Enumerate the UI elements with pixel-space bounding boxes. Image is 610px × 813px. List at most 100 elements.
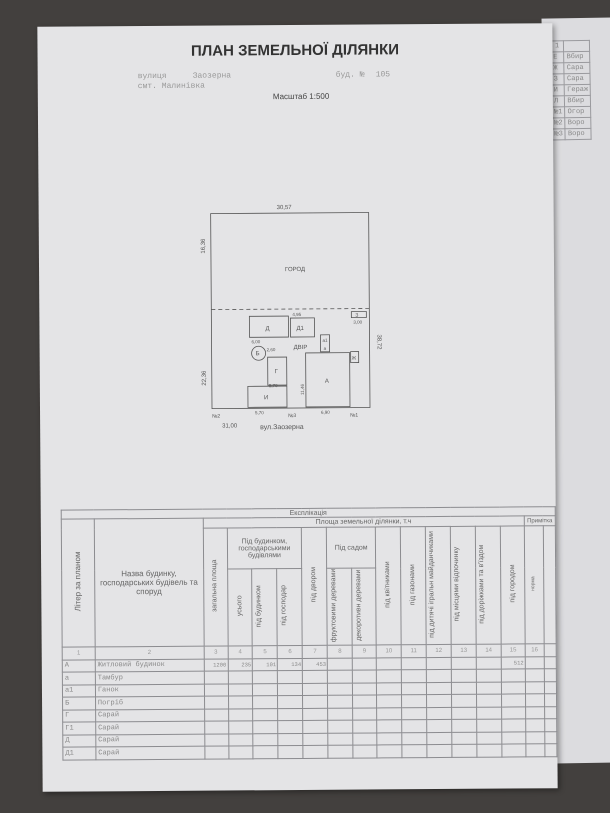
right-page-name: Воро [565,128,592,140]
cell-empty [525,656,545,669]
cell-empty [376,732,402,746]
label-z: З [355,313,358,319]
plot-boundary [210,212,371,409]
label-g: Г [275,369,279,375]
col-house: під будинком [255,584,263,628]
right-page-letter: Е [550,51,565,64]
building-g [267,356,288,386]
cell-total [204,746,229,759]
building-z [350,311,367,319]
column-number: 3 [203,645,228,659]
cell-outbuild [278,720,304,734]
cell-empty [451,694,477,707]
dim-d8: 3,00 [353,320,362,325]
cell-empty [401,707,427,720]
col-decor: декоротивн деревами [354,569,363,642]
cell-empty [352,682,377,696]
column-number: 14 [476,643,502,657]
dim-d1: 6,00 [252,339,261,344]
cell-empty [352,720,377,733]
cell-name: Сарай [95,721,205,735]
cell-empty [401,657,427,670]
cell-empty [426,706,452,720]
cell-all: 235 [227,658,253,672]
column-number: 9 [352,644,377,658]
cell-outbuild [277,683,303,696]
cell-empty [426,719,452,733]
dim-d4: 5,70 [255,410,264,415]
cell-total [204,708,229,722]
cell-letter: Д1 [62,746,96,760]
cell-empty [544,718,557,732]
cell-empty [376,694,402,708]
cell-name: Житловий будинок [95,658,204,672]
right-page-header-empty [563,40,591,52]
cell-house [253,745,279,759]
cell-empty [451,719,477,732]
label-zh: Ж [352,356,357,362]
cell-empty [544,731,557,744]
col-rest: під місцями відпочинку [452,546,461,622]
dim-d6: 2,60 [267,347,276,352]
cell-empty [451,706,477,720]
right-page-name: Воро [565,117,592,129]
cell-house [253,720,279,734]
point-3: №3 [288,413,296,419]
explication-table: Експлікація Літер за планом Назва будинк… [61,506,558,760]
dim-left-lower: 22,36 [202,370,208,386]
cell-house [252,670,278,684]
col-flowers: під квітниками [384,561,392,608]
cell-empty [327,682,353,696]
cell-empty [426,731,452,745]
right-page-letter: №2 [551,117,566,130]
cell-empty [476,656,502,670]
cell-empty [525,718,545,732]
label-i: И [264,395,268,401]
cell-name: Сарай [95,708,205,722]
cell-outbuild [278,745,304,759]
cell-yard [303,745,329,759]
cell-empty [525,706,545,719]
cell-empty [376,682,402,696]
cell-empty [401,719,427,733]
cell-yard: 453 [302,657,328,671]
cell-yard [303,732,329,746]
column-number: 6 [277,645,303,659]
cell-empty [544,656,557,669]
cell-empty [352,670,377,683]
building-a [305,352,351,408]
cell-empty [476,719,502,732]
cell-empty [327,695,353,708]
dim-d5: 11,46 [300,384,305,395]
column-number: 15 [501,643,526,657]
label-a: А [325,379,329,385]
cell-empty [327,707,353,721]
cell-vegetable: 512 [501,656,526,670]
dim-d7: 4,95 [292,312,301,317]
cell-total: 1200 [203,658,228,672]
cell-letter: А [62,659,96,673]
label-d: Д [265,326,269,332]
cell-empty [327,657,353,671]
cell-empty [451,681,477,695]
cell-vegetable [501,743,526,757]
cell-outbuild: 134 [277,658,303,671]
cell-yard [302,695,328,709]
cell-yard [302,670,328,684]
cell-all [227,670,253,684]
building-b [251,345,267,361]
cell-empty [352,695,377,708]
cell-empty [352,707,377,721]
col-paths: під доріжками та в'їздом [477,544,486,624]
dim-top: 30,57 [277,205,293,211]
cell-all [228,745,254,759]
column-number: 13 [451,643,477,657]
cell-empty [426,656,452,670]
cell-empty [401,694,427,708]
